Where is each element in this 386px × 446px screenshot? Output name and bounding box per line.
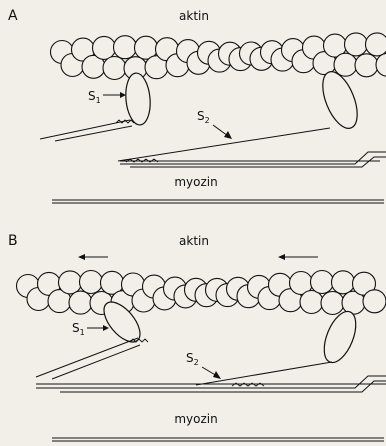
panel-b-actin-label: aktin (179, 234, 209, 248)
panel-a-actin-monomer (93, 36, 116, 59)
panel-a-myosin-strand-bottom (130, 157, 386, 167)
panel-b-actin-monomer (59, 271, 82, 294)
panel-b-myosin-strand-bottom (60, 381, 386, 392)
panel-a-s1-label: S1 (88, 89, 101, 105)
panel-a-s1-head (124, 72, 152, 126)
panel-a-s1-arrowhead (120, 92, 126, 98)
panel-b-s2-arrowhead (213, 371, 221, 379)
panel-a-label: A (8, 8, 18, 24)
panel-a-actin-monomer (366, 33, 386, 56)
panel-a-actin-monomer (103, 57, 126, 80)
panel-a: A aktin S1 S2 myozin (8, 8, 386, 203)
panel-a-actin-monomer (345, 33, 368, 56)
panel-b-actin-monomer (311, 271, 334, 294)
panel-a-s2-label: S2 (197, 109, 210, 125)
panel-b-s1-lever (36, 338, 138, 377)
panel-b-s2-label: S2 (186, 351, 199, 367)
panel-b-s1-arrowhead (103, 325, 109, 331)
panel-b-s1-lever-lower (52, 345, 140, 379)
panel-b-actin-monomer (321, 292, 344, 315)
panel-b-left-arrowhead (78, 254, 85, 260)
panel-a-actin-monomer (376, 53, 386, 76)
panel-a-s2-arrow (213, 125, 228, 136)
panel-b-s1-label: S1 (72, 321, 85, 337)
panel-a-s2-head (316, 67, 364, 133)
panel-b: B aktin S1 S2 myozin (8, 233, 386, 441)
panel-a-actin-monomer (114, 36, 137, 59)
panel-a-actin-monomer (334, 53, 357, 76)
panel-a-myosin-strand-mid (120, 152, 386, 164)
panel-a-actin-monomer (355, 54, 378, 77)
panel-b-label: B (8, 233, 18, 249)
panel-b-right-arrowhead (278, 254, 285, 260)
panel-b-actin-monomer (363, 290, 386, 313)
panel-b-s2-head (318, 307, 362, 367)
panel-b-actin-monomer (69, 291, 92, 314)
panel-b-actin-filament (17, 271, 386, 315)
panel-b-myosin-label: myozin (174, 412, 217, 426)
panel-a-myosin-label: myozin (174, 175, 217, 189)
panel-b-actin-monomer (300, 291, 323, 314)
panel-a-s2-arrowhead (224, 131, 232, 139)
panel-b-actin-monomer (332, 271, 355, 294)
panel-b-actin-monomer (80, 271, 103, 294)
panel-a-actin-label: aktin (179, 9, 209, 23)
